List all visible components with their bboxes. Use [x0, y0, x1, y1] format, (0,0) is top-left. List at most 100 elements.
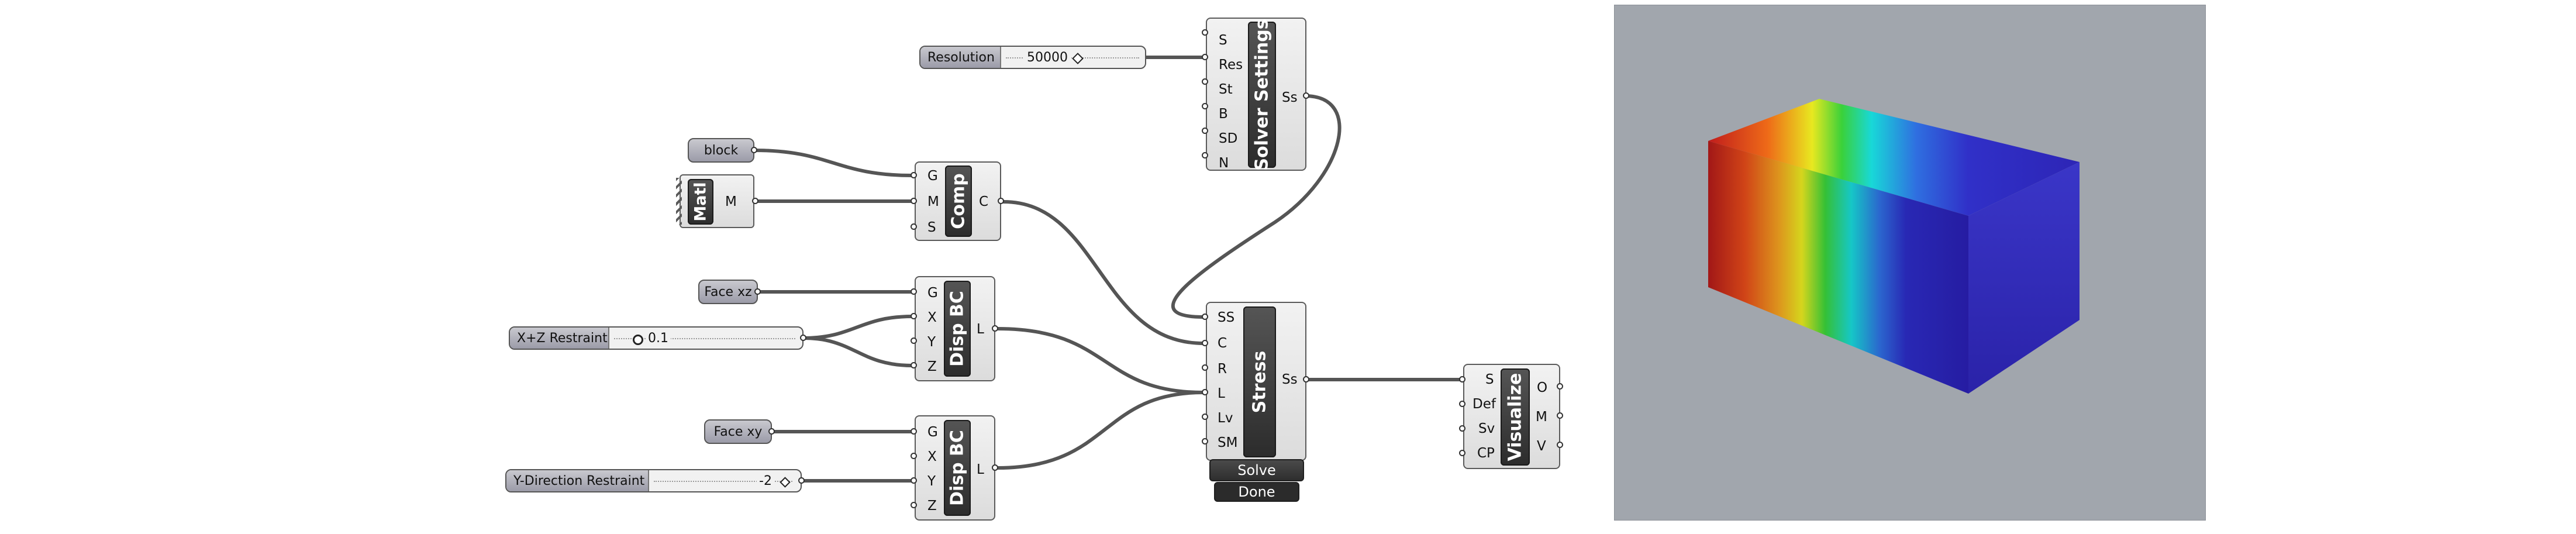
- face-xy-param[interactable]: Face xy: [704, 419, 772, 444]
- disp-bc-1-pin-y[interactable]: [911, 337, 917, 344]
- stress-pin-l[interactable]: [1202, 389, 1208, 395]
- solver-input-res[interactable]: Res: [1219, 57, 1243, 73]
- xz-restraint-slider-grip[interactable]: [633, 335, 643, 345]
- visualize-pin-m[interactable]: [1557, 412, 1563, 419]
- comp-pin-s[interactable]: [911, 223, 917, 230]
- stress-component[interactable]: Stress SS C R L Lv SM Ss: [1206, 302, 1306, 461]
- face-xz-param-pin[interactable]: [754, 288, 761, 295]
- matl-output-m[interactable]: M: [725, 194, 737, 209]
- disp-bc-1-input-y[interactable]: Y: [927, 335, 936, 350]
- solver-settings-component[interactable]: Solver Settings S Res St B SD N Ss: [1206, 18, 1306, 171]
- stress-pin-lv[interactable]: [1202, 414, 1208, 420]
- comp-component[interactable]: Comp G M S C: [915, 161, 1001, 241]
- solver-pin-st[interactable]: [1202, 78, 1208, 85]
- face-xy-param-pin[interactable]: [768, 428, 775, 435]
- comp-input-g[interactable]: G: [927, 168, 938, 184]
- comp-pin-c[interactable]: [998, 198, 1004, 204]
- xz-restraint-slider-pin[interactable]: [800, 335, 806, 341]
- solver-pin-sd[interactable]: [1202, 128, 1208, 134]
- disp-bc-2-pin-y[interactable]: [911, 477, 917, 484]
- stress-input-c[interactable]: C: [1218, 336, 1227, 351]
- visualize-input-s[interactable]: S: [1485, 372, 1494, 387]
- solver-settings-title: Solver Settings: [1248, 19, 1276, 171]
- y-restraint-slider-track[interactable]: [654, 481, 792, 482]
- resolution-slider-grip[interactable]: [1072, 53, 1084, 64]
- visualize-pin-sv[interactable]: [1459, 425, 1465, 432]
- comp-input-m[interactable]: M: [927, 194, 939, 209]
- visualize-pin-s[interactable]: [1459, 376, 1465, 383]
- disp-bc-component-2[interactable]: Disp BC G X Y Z L: [915, 415, 995, 521]
- visualize-pin-def[interactable]: [1459, 401, 1465, 407]
- visualize-input-cp[interactable]: CP: [1477, 446, 1495, 461]
- done-button[interactable]: Done: [1214, 482, 1299, 502]
- comp-pin-g[interactable]: [911, 172, 917, 178]
- y-restraint-slider-pin[interactable]: [798, 477, 805, 484]
- disp-bc-2-input-g[interactable]: G: [927, 425, 938, 440]
- comp-pin-m[interactable]: [911, 198, 917, 204]
- disp-bc-1-input-z[interactable]: Z: [927, 359, 937, 374]
- disp-bc-2-output-l[interactable]: L: [977, 462, 984, 477]
- disp-bc-2-input-x[interactable]: X: [927, 449, 937, 464]
- solver-output-ss[interactable]: Ss: [1282, 90, 1298, 105]
- disp-bc-2-pin-z[interactable]: [911, 502, 917, 508]
- stress-input-r[interactable]: R: [1218, 361, 1227, 377]
- solver-pin-res[interactable]: [1202, 54, 1208, 60]
- visualize-input-sv[interactable]: Sv: [1478, 421, 1495, 436]
- visualize-component[interactable]: Visualize S Def Sv CP O M V: [1463, 364, 1560, 469]
- matl-component[interactable]: Matl M: [676, 174, 754, 228]
- solver-input-n[interactable]: N: [1219, 156, 1229, 171]
- stress-pin-c[interactable]: [1202, 340, 1208, 346]
- disp-bc-2-input-y[interactable]: Y: [927, 474, 936, 489]
- disp-bc-1-pin-z[interactable]: [911, 362, 917, 368]
- solver-input-s[interactable]: S: [1219, 33, 1227, 48]
- disp-bc-1-input-g[interactable]: G: [927, 285, 938, 301]
- stress-input-sm[interactable]: SM: [1218, 435, 1238, 450]
- disp-bc-1-pin-l[interactable]: [992, 325, 998, 332]
- disp-bc-1-output-l[interactable]: L: [977, 322, 984, 337]
- block-param[interactable]: block: [688, 138, 754, 163]
- solver-input-sd[interactable]: SD: [1219, 131, 1238, 146]
- solve-button[interactable]: Solve: [1209, 459, 1304, 481]
- visualize-input-def[interactable]: Def: [1473, 397, 1496, 412]
- disp-bc-2-pin-l[interactable]: [992, 464, 998, 471]
- stress-output-ss[interactable]: Ss: [1282, 372, 1298, 387]
- solver-pin-ss[interactable]: [1303, 92, 1309, 99]
- disp-bc-1-input-x[interactable]: X: [927, 310, 937, 325]
- stress-input-ss[interactable]: SS: [1218, 310, 1235, 325]
- stress-pin-out-ss[interactable]: [1303, 376, 1309, 383]
- y-restraint-slider[interactable]: Y-Direction Restraint -2: [505, 469, 802, 492]
- stress-pin-ss[interactable]: [1202, 313, 1208, 320]
- stress-pin-r[interactable]: [1202, 364, 1208, 371]
- visualize-pin-v[interactable]: [1557, 442, 1563, 448]
- disp-bc-2-pin-g[interactable]: [911, 428, 917, 435]
- solver-pin-n[interactable]: [1202, 152, 1208, 159]
- visualize-pin-o[interactable]: [1557, 383, 1563, 390]
- xz-restraint-slider[interactable]: X+Z Restraint 0.1: [509, 326, 804, 350]
- disp-bc-component-1[interactable]: Disp BC G X Y Z L: [915, 276, 995, 381]
- visualize-pin-cp[interactable]: [1459, 450, 1465, 456]
- solver-pin-s[interactable]: [1202, 29, 1208, 36]
- xz-restraint-slider-track[interactable]: [614, 338, 795, 339]
- disp-bc-2-input-z[interactable]: Z: [927, 498, 937, 514]
- rhino-viewport[interactable]: [1614, 5, 2206, 521]
- face-xz-param[interactable]: Face xz: [698, 280, 758, 304]
- resolution-slider[interactable]: Resolution 50000: [919, 46, 1146, 69]
- solver-input-st[interactable]: St: [1219, 82, 1233, 97]
- comp-input-s[interactable]: S: [927, 220, 936, 235]
- disp-bc-1-pin-x[interactable]: [911, 313, 917, 319]
- disp-bc-1-pin-g[interactable]: [911, 288, 917, 295]
- visualize-output-m[interactable]: M: [1536, 409, 1547, 425]
- solver-pin-b[interactable]: [1202, 103, 1208, 109]
- stress-pin-sm[interactable]: [1202, 438, 1208, 445]
- matl-pin-m[interactable]: [752, 198, 758, 204]
- stress-input-l[interactable]: L: [1218, 386, 1225, 401]
- solver-input-b[interactable]: B: [1219, 106, 1228, 122]
- comp-output-c[interactable]: C: [979, 194, 989, 209]
- visualize-output-o[interactable]: O: [1537, 380, 1548, 395]
- visualize-output-v[interactable]: V: [1537, 439, 1546, 454]
- stress-input-lv[interactable]: Lv: [1218, 411, 1233, 426]
- y-restraint-slider-grip[interactable]: [780, 477, 791, 488]
- block-param-pin[interactable]: [751, 147, 757, 153]
- disp-bc-2-pin-x[interactable]: [911, 453, 917, 459]
